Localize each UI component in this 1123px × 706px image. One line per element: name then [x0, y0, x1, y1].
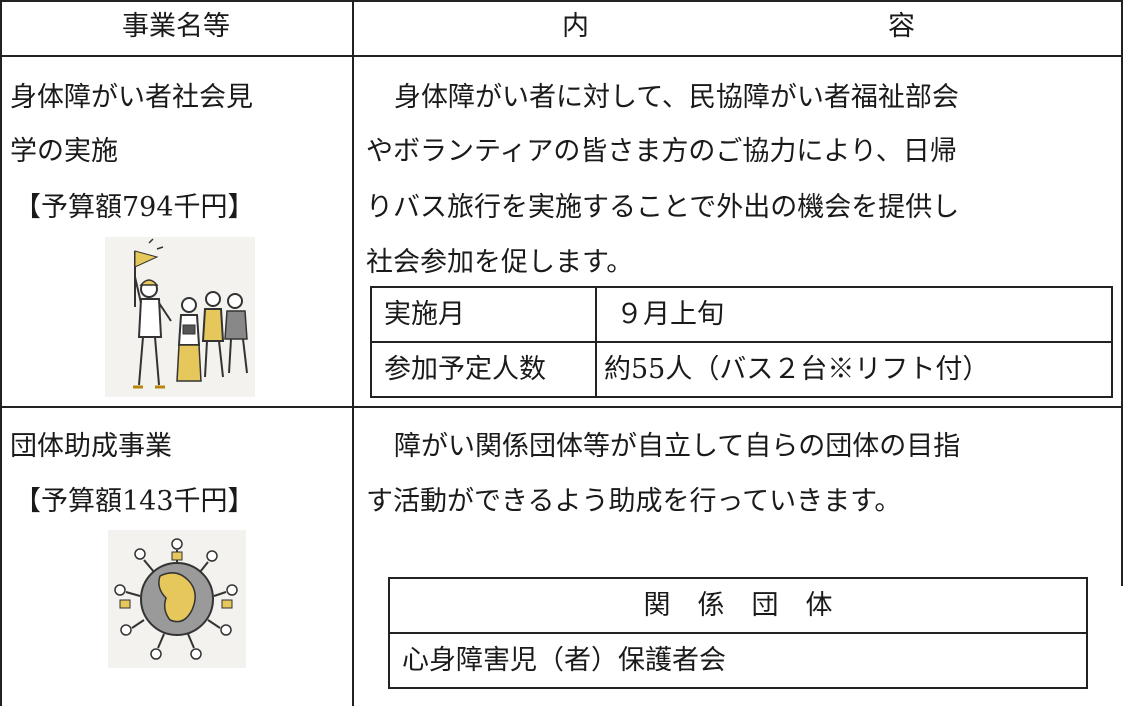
- row-divider: [0, 406, 1123, 408]
- row2-org-value: 心身障害児（者）保護者会: [402, 645, 726, 676]
- header-divider: [0, 55, 1123, 57]
- row2-org-row-divider: [390, 632, 1086, 634]
- table-border-left: [0, 0, 2, 706]
- row1-detail-value-participants: 約55人（バス２台※リフト付）: [604, 354, 990, 385]
- row1-desc-line2: やボランティアの皆さま方のご協力により、日帰: [366, 136, 957, 167]
- row1-budget: 【予算額794千円】: [14, 192, 255, 223]
- header-content-char2: 容: [888, 11, 915, 42]
- column-divider: [352, 0, 354, 706]
- row1-detail-label-participants: 参加予定人数: [384, 354, 546, 385]
- header-content-char1: 内: [562, 11, 589, 42]
- row1-desc-line3: りバス旅行を実施することで外出の機会を提供し: [366, 192, 960, 223]
- people-walking-with-flag-icon: [105, 237, 255, 397]
- row2-org-header: 関 係 団 体: [643, 590, 833, 621]
- table-border-top: [0, 0, 1123, 2]
- row1-detail-value-month: ９月上旬: [616, 299, 724, 330]
- row1-desc-line4: 社会参加を促します。: [366, 247, 634, 278]
- header-business-name: 事業名等: [122, 11, 230, 42]
- row1-name-line2: 学の実施: [10, 136, 118, 167]
- row2-name: 団体助成事業: [10, 431, 172, 462]
- table-border-right: [1121, 0, 1123, 586]
- people-around-globe-icon: [108, 530, 246, 668]
- row1-desc-line1: 身体障がい者に対して、民協障がい者福祉部会: [394, 82, 959, 113]
- row2-desc-line1: 障がい関係団体等が自立して自らの団体の目指: [394, 431, 961, 462]
- row2-organization-table: 関 係 団 体 心身障害児（者）保護者会: [388, 577, 1088, 689]
- row2-budget: 【予算額143千円】: [14, 486, 255, 517]
- row1-detail-table: 実施月 ９月上旬 参加予定人数 約55人（バス２台※リフト付）: [370, 286, 1113, 398]
- row1-detail-label-month: 実施月: [384, 299, 465, 330]
- row2-desc-line2: す活動ができるよう助成を行っていきます。: [366, 486, 902, 517]
- row1-name-line1: 身体障がい者社会見: [10, 82, 253, 113]
- row1-detail-row-divider: [372, 341, 1111, 343]
- row1-detail-col-divider: [595, 288, 597, 396]
